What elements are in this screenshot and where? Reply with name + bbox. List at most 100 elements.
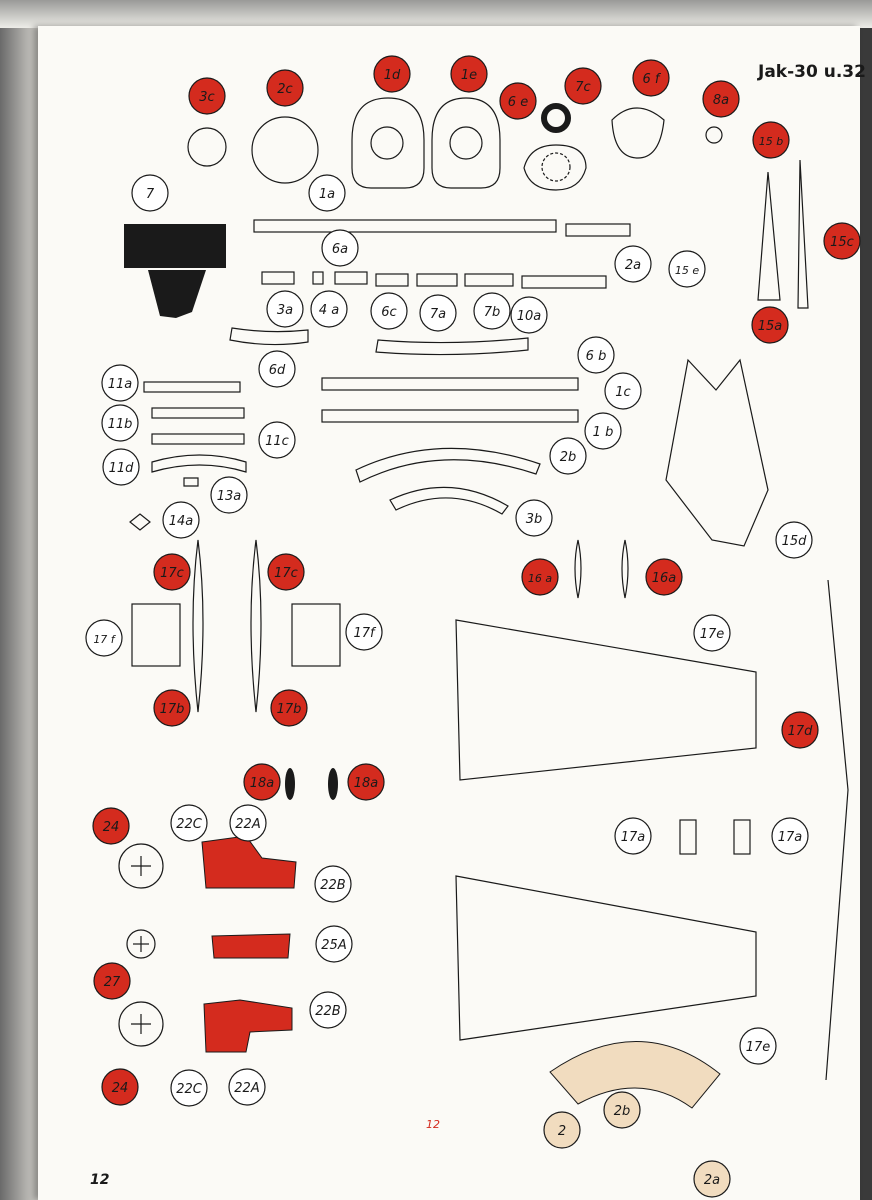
label-17a-l-text: 17a bbox=[621, 830, 646, 845]
label-24-bot-badge bbox=[101, 1068, 139, 1106]
label-15c-text: 15c bbox=[830, 235, 854, 250]
label-16a-l-text: 16 a bbox=[528, 572, 552, 585]
label-14a-text: 14a bbox=[169, 514, 194, 529]
part-17d-spar bbox=[825, 579, 849, 1081]
label-17a-r-badge bbox=[771, 817, 809, 855]
part-1e-shape bbox=[431, 97, 501, 189]
label-3c-text: 3c bbox=[199, 90, 214, 105]
part-6d-strip bbox=[229, 327, 309, 346]
label-17c-l-text: 17c bbox=[160, 566, 184, 581]
label-17e-bot-badge bbox=[739, 1027, 777, 1065]
page-number-red: 12 bbox=[426, 1118, 440, 1131]
part-6c-strip bbox=[375, 273, 409, 287]
label-7c-text: 7c bbox=[575, 80, 590, 95]
label-17f-r-badge bbox=[345, 613, 383, 651]
part-6a-strip bbox=[334, 271, 368, 285]
label-11c-badge bbox=[258, 421, 296, 459]
label-1d-text: 1d bbox=[384, 68, 401, 83]
part-8a-ring bbox=[541, 103, 571, 133]
label-6d-badge bbox=[258, 350, 296, 388]
part-7c-outline bbox=[541, 152, 571, 182]
label-22A-top-text: 22A bbox=[235, 817, 260, 832]
top-edge-shadow bbox=[0, 0, 872, 28]
label-18a-l-badge bbox=[243, 763, 281, 801]
part-2b-arc bbox=[355, 447, 541, 483]
label-6d-text: 6d bbox=[269, 363, 286, 378]
label-17c-r-badge bbox=[267, 553, 305, 591]
label-8a-badge bbox=[702, 80, 740, 118]
label-13a-text: 13a bbox=[217, 489, 242, 504]
label-6a-badge bbox=[321, 229, 359, 267]
part-1a-strip bbox=[253, 219, 557, 233]
label-2a-top-text: 2a bbox=[625, 258, 641, 273]
part-7-black-cone bbox=[148, 270, 206, 318]
part-1b-strip bbox=[321, 409, 579, 423]
label-7a-badge bbox=[419, 294, 457, 332]
label-25A-badge bbox=[315, 925, 353, 963]
label-8a-text: 8a bbox=[713, 93, 729, 108]
label-1b-text: 1 b bbox=[593, 425, 614, 440]
label-17a-l-badge bbox=[614, 817, 652, 855]
label-6c-badge bbox=[370, 292, 408, 330]
label-22B-bot-text: 22B bbox=[315, 1004, 341, 1019]
label-1e-badge bbox=[450, 55, 488, 93]
label-27-badge bbox=[93, 962, 131, 1000]
label-2a-top-badge bbox=[614, 245, 652, 283]
part-8a-shape bbox=[705, 126, 723, 144]
label-6a-text: 6a bbox=[332, 242, 348, 257]
label-2-text: 2 bbox=[558, 1124, 566, 1139]
label-18a-r-text: 18a bbox=[354, 776, 379, 791]
cutout-sheet bbox=[38, 26, 860, 1200]
part-3a-strip bbox=[261, 271, 295, 285]
label-16a-l-badge bbox=[521, 558, 559, 596]
label-1c-text: 1c bbox=[615, 385, 630, 400]
label-22C-bot-badge bbox=[170, 1069, 208, 1107]
label-1b-badge bbox=[584, 412, 622, 450]
label-22C-top-text: 22C bbox=[176, 817, 203, 832]
part-6f-shape bbox=[611, 107, 665, 159]
part-14a-shape bbox=[129, 513, 151, 531]
label-27-text: 27 bbox=[104, 975, 121, 990]
label-17b-r-text: 17b bbox=[277, 702, 302, 717]
label-10a-text: 10a bbox=[517, 309, 542, 324]
label-6e-text: 6 e bbox=[508, 95, 528, 110]
part-24-bot-shape bbox=[118, 1001, 164, 1047]
label-18a-r-badge bbox=[347, 763, 385, 801]
label-14a-badge bbox=[162, 501, 200, 539]
label-11a-text: 11a bbox=[108, 377, 133, 392]
label-17f-l-badge bbox=[85, 619, 123, 657]
part-22-top bbox=[201, 835, 297, 889]
label-17b-l-text: 17b bbox=[160, 702, 185, 717]
part-17-left-long bbox=[192, 539, 204, 713]
part-3c-shape bbox=[187, 127, 227, 167]
label-3b-badge bbox=[515, 499, 553, 537]
label-11d-text: 11d bbox=[109, 461, 135, 476]
label-15c-badge bbox=[823, 222, 861, 260]
part-17a-right bbox=[733, 819, 751, 855]
label-17c-r-text: 17c bbox=[274, 566, 298, 581]
part-15c-shape bbox=[797, 159, 809, 309]
label-1a-text: 1a bbox=[319, 187, 335, 202]
label-17b-r-badge bbox=[270, 689, 308, 727]
part-17e-bottom bbox=[455, 875, 757, 1041]
label-2b-text: 2b bbox=[560, 450, 577, 465]
part-18a-left bbox=[285, 768, 295, 800]
label-2b-tan-badge bbox=[603, 1091, 641, 1129]
label-6b-badge bbox=[577, 336, 615, 374]
label-2-badge bbox=[543, 1111, 581, 1149]
label-2a-tan-text: 2a bbox=[704, 1173, 720, 1188]
label-15d-text: 15d bbox=[782, 534, 808, 549]
label-11d-badge bbox=[102, 448, 140, 486]
label-17c-l-badge bbox=[153, 553, 191, 591]
label-16a-r-badge bbox=[645, 558, 683, 596]
label-2a-tan-badge bbox=[693, 1160, 731, 1198]
label-22A-bot-text: 22A bbox=[234, 1081, 259, 1096]
part-18a-right bbox=[328, 768, 338, 800]
part-6b-strip bbox=[375, 337, 529, 356]
binding-shadow bbox=[0, 0, 40, 1200]
label-17b-l-badge bbox=[153, 689, 191, 727]
part-24-top-shape bbox=[118, 843, 164, 889]
part-7a-strip bbox=[416, 273, 458, 287]
